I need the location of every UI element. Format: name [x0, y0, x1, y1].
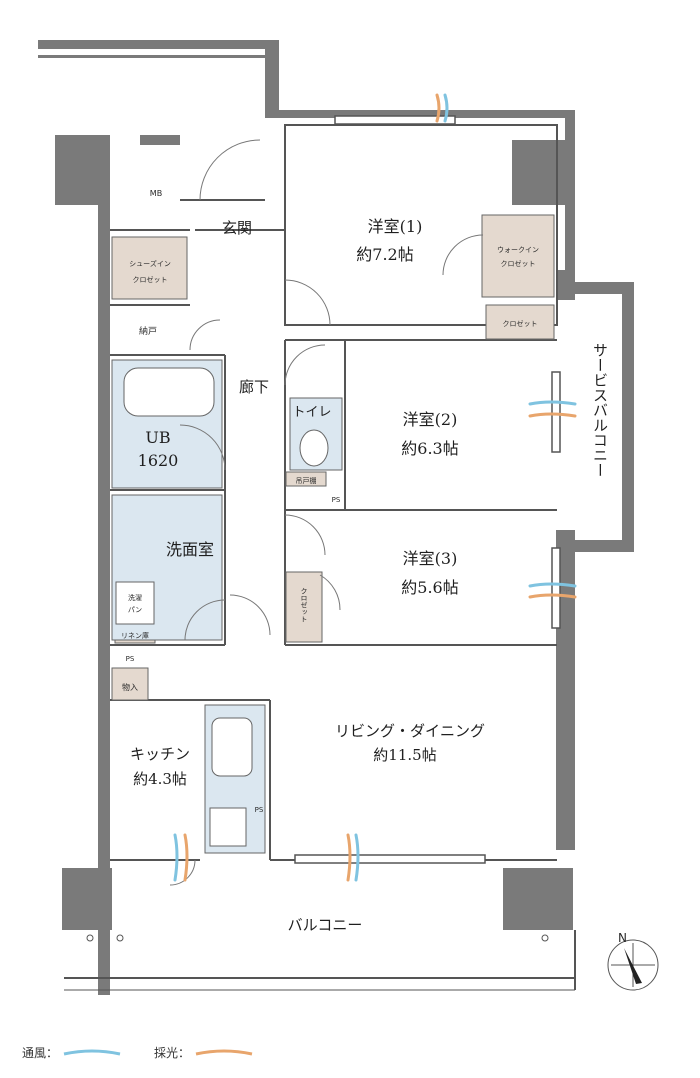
- label-ps-1: PS: [332, 496, 341, 504]
- label-nando: 納戸: [139, 325, 157, 337]
- legend-daylight-label: 採光：: [154, 1046, 191, 1060]
- label-closet-3: クロゼット: [300, 588, 308, 623]
- room-western3-size: 約5.6帖: [401, 578, 458, 597]
- shoes-in-closet: [111, 236, 188, 300]
- toilet-fixture: [299, 429, 329, 467]
- room-western3-name: 洋室(3): [403, 549, 458, 568]
- label-washer-pan-2: パン: [128, 606, 142, 614]
- legend-ventilation: 通風：: [22, 1044, 122, 1061]
- room-western2-size: 約6.3帖: [401, 439, 458, 458]
- washer-pan-box: [115, 581, 155, 625]
- room-hallway: 廊下: [239, 378, 269, 396]
- door-swings: [169, 139, 484, 886]
- compass: N: [607, 931, 659, 991]
- room-washroom: 洗面室: [166, 540, 214, 559]
- label-closet-1: クロゼット: [503, 319, 538, 328]
- label-shoes-in-2: クロゼット: [133, 275, 168, 284]
- exterior-walls: [38, 40, 634, 995]
- room-western1-size: 約7.2帖: [356, 245, 413, 264]
- closet-1: [485, 304, 555, 340]
- stove: [209, 807, 247, 847]
- legend-ventilation-label: 通風：: [22, 1046, 59, 1060]
- closet-3: [285, 571, 323, 643]
- room-bath-size: 1620: [138, 451, 179, 470]
- room-kitchen-size: 約4.3帖: [133, 770, 187, 788]
- room-toilet: トイレ: [292, 405, 331, 420]
- label-mb: MB: [150, 189, 162, 198]
- legend-daylight: 採光：: [154, 1044, 254, 1061]
- label-hanging-shelf: 吊戸棚: [296, 476, 317, 485]
- room-ldk-size: 約11.5帖: [373, 746, 436, 764]
- room-kitchen-name: キッチン: [130, 745, 190, 763]
- hanging-shelf: [285, 471, 327, 487]
- windows: [294, 115, 561, 864]
- room-ldk-name: リビング・ダイニング: [335, 722, 485, 740]
- label-linen: リネン庫: [121, 631, 149, 640]
- walk-in-closet: [481, 214, 555, 298]
- label-walk-in-1: ウォークイン: [497, 246, 539, 254]
- room-bath: UB: [145, 428, 170, 447]
- label-washer-pan-1: 洗濯: [128, 593, 142, 602]
- label-ps-3: PS: [255, 806, 264, 814]
- airflow-markers: [173, 93, 577, 882]
- label-shoes-in-1: シューズイン: [129, 259, 171, 268]
- label-walk-in-2: クロゼット: [501, 259, 536, 268]
- compass-label: N: [618, 931, 627, 945]
- daylight-swatch-icon: [195, 1049, 253, 1055]
- room-western1-name: 洋室(1): [368, 217, 423, 236]
- label-ps-2: PS: [126, 655, 135, 663]
- bathtub: [123, 367, 215, 417]
- room-western2-name: 洋室(2): [403, 410, 458, 429]
- compass-needle-icon: [624, 948, 642, 984]
- ventilation-swatch-icon: [63, 1049, 121, 1055]
- room-service-balcony: サービスバルコニー: [591, 343, 609, 478]
- room-entrance: 玄関: [222, 219, 252, 237]
- balcony-rail: [64, 930, 576, 991]
- storage-monoire: [111, 667, 149, 701]
- label-monoire: 物入: [122, 682, 138, 692]
- room-balcony: バルコニー: [288, 916, 363, 934]
- legend: 通風： 採光：: [22, 1044, 286, 1061]
- sink: [211, 717, 253, 777]
